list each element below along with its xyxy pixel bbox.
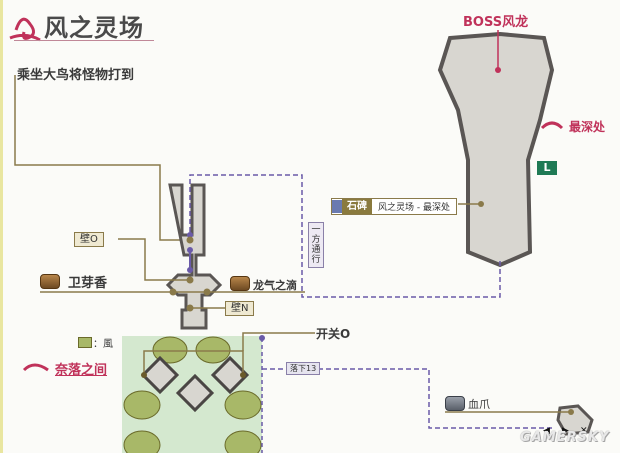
wind-legend-label: ：風 <box>93 339 113 350</box>
grey-chest-icon <box>445 396 465 411</box>
watermark: GAMERSKY <box>520 430 610 445</box>
boss-arena-shape <box>437 31 555 268</box>
one-way-tag: 一方通行 <box>308 222 324 268</box>
chest-icon <box>40 274 60 289</box>
item-label: 卫芽香 <box>68 276 108 291</box>
drop-tag: 落下13 <box>286 362 321 375</box>
area-badge: L <box>537 161 557 175</box>
bird-note: 乘坐大鸟将怪物打到 <box>17 68 135 83</box>
stele-type: 石碑 <box>342 199 372 214</box>
close-button[interactable]: ✕ <box>580 426 588 436</box>
page-edge <box>0 0 3 453</box>
switch-label: 开关O <box>316 327 351 341</box>
title-underline <box>14 40 154 41</box>
item-label: 血爪 <box>468 398 490 411</box>
wind-legend-swatch <box>78 337 92 348</box>
boss-label: BOSS风龙 <box>463 15 529 30</box>
deepest-label: 最深处 <box>569 120 606 134</box>
chest-icon <box>230 276 250 291</box>
corridor-shape <box>165 183 223 330</box>
prev-button[interactable]: ◀ <box>543 426 550 436</box>
item-label: 龙气之滴 <box>253 279 297 292</box>
stele-marker[interactable]: 石碑 风之灵场 - 最深处 <box>331 198 457 215</box>
next-button[interactable]: ▶ <box>562 426 569 436</box>
page-title: 风之灵场 <box>44 14 144 42</box>
stele-text: 风之灵场 - 最深处 <box>378 203 450 213</box>
room-label: 奈落之间 <box>55 363 108 378</box>
stele-icon <box>332 200 342 213</box>
flourish-icon <box>9 17 41 42</box>
wall-n-tag: 壁N <box>225 301 255 316</box>
wall-o-tag: 壁O <box>74 232 104 247</box>
